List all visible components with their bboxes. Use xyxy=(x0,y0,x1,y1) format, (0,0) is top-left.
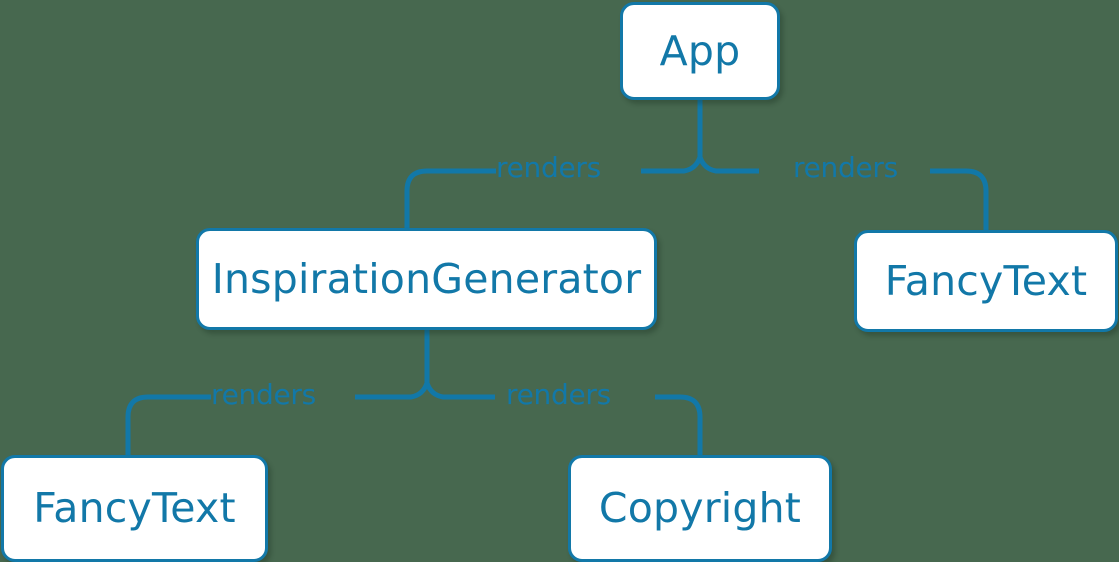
node-label: InspirationGenerator xyxy=(211,254,642,303)
node-copyright[interactable]: Copyright xyxy=(568,455,832,562)
node-fancytext-left[interactable]: FancyText xyxy=(1,455,268,562)
edge-inspgen-to-copyright xyxy=(655,394,703,455)
edge-label-app-fancytext: renders xyxy=(793,151,898,184)
edge-label-app-inspirationgenerator: renders xyxy=(496,151,601,184)
edge-app-to-fancytext xyxy=(930,168,989,230)
edge-label-inspirationgenerator-fancytext: renders xyxy=(211,378,316,411)
edge-app-junction-right xyxy=(697,156,759,174)
edge-inspgen-junction-right xyxy=(424,382,495,400)
edge-inspgen-to-fancytext xyxy=(125,394,211,455)
edge-app-junction-left xyxy=(641,156,703,174)
node-label: FancyText xyxy=(884,256,1088,305)
node-fancytext-right[interactable]: FancyText xyxy=(854,230,1118,332)
node-label: Copyright xyxy=(598,484,802,532)
edge-label-inspirationgenerator-copyright: renders xyxy=(506,378,611,411)
node-label: App xyxy=(659,26,741,75)
edge-app-to-inspgen xyxy=(404,168,496,228)
edge-inspgen-junction-left xyxy=(355,382,430,400)
node-inspirationgenerator[interactable]: InspirationGenerator xyxy=(196,228,657,330)
node-app[interactable]: App xyxy=(620,2,780,100)
node-label: FancyText xyxy=(33,484,236,532)
